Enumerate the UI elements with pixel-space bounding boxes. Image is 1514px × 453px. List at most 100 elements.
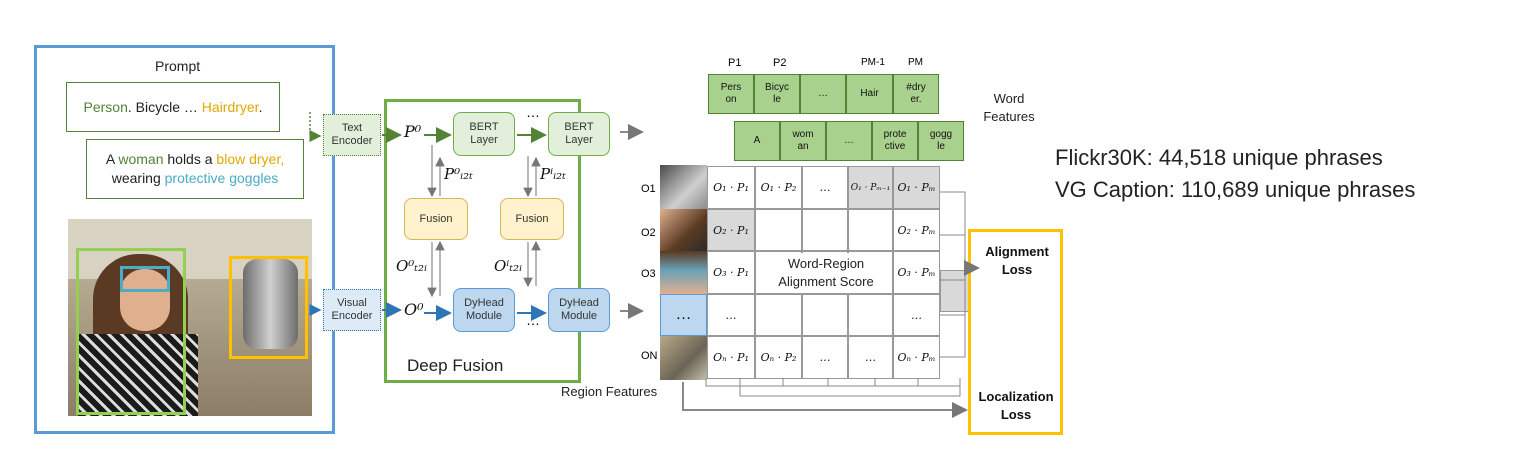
word-token: … xyxy=(800,74,846,114)
word-token-text: on xyxy=(725,94,737,105)
visual-encoder-line2: Encoder xyxy=(331,310,373,322)
caption-sentence-line1: A woman holds a blow dryer, xyxy=(106,150,284,169)
region-thumb-ellipsis: … xyxy=(660,294,707,336)
word-header-pm1: PM-1 xyxy=(861,57,885,68)
word-token-text: Bicyc xyxy=(765,82,789,93)
dryer-bbox xyxy=(229,256,308,359)
matrix-cell xyxy=(802,209,848,251)
matrix-center-label-line2: Alignment Score xyxy=(778,274,874,289)
region-features-label: Region Features xyxy=(561,384,658,399)
word-header-p2: P2 xyxy=(773,57,787,69)
matrix-cell: … xyxy=(802,166,848,209)
matrix-cell: … xyxy=(802,336,848,379)
visual-encoder: Visual Encoder xyxy=(323,289,381,331)
caption-sentence-line1-segment: woman xyxy=(118,151,164,167)
bert-layer-1-line2: Layer xyxy=(470,134,498,146)
text-encoder-line2: Encoder xyxy=(331,135,373,147)
dyhead-module-1-line1: DyHead xyxy=(464,297,504,309)
matrix-cell: O₁ · P₁ xyxy=(707,166,755,209)
text-encoder-line1: Text xyxy=(341,122,363,134)
visual-encoder-line1: Visual xyxy=(337,297,367,309)
matrix-cell: O₂ · P₁ xyxy=(707,209,755,251)
word-token-text: … xyxy=(818,88,828,99)
matrix-cell: … xyxy=(707,294,755,336)
word-token: A xyxy=(734,121,780,161)
matrix-cell xyxy=(848,209,893,251)
word-token-text: Pers xyxy=(720,82,742,93)
alignment-loss-line2: Loss xyxy=(1001,262,1033,277)
goggles-bbox xyxy=(120,266,170,292)
caption-sentence-line2: wearing protective goggles xyxy=(112,169,279,188)
word-token-text: … xyxy=(844,135,854,146)
bert-layer-2-line2: Layer xyxy=(565,134,593,146)
prompt-panel xyxy=(34,45,335,434)
bert-layer-2-line1: BERT xyxy=(564,121,594,133)
caption-categories-segment: Person xyxy=(83,99,128,115)
caption-box-categories: Person. Bicycle … Hairdryer. xyxy=(66,82,280,132)
matrix-cell: O₃ · P₁ xyxy=(707,251,755,294)
matrix-cell: Oₙ · Pₘ xyxy=(893,336,940,379)
text-encoder: Text Encoder xyxy=(323,114,381,156)
word-token: … xyxy=(826,121,872,161)
dyhead-module-2-line2: Module xyxy=(560,310,598,322)
ellipsis-top: … xyxy=(526,104,540,120)
dyhead-module-1: DyHead Module xyxy=(453,288,515,332)
o0-label: O⁰ xyxy=(404,300,424,319)
region-label-o3: O3 xyxy=(641,268,656,280)
word-features-label: Word Features xyxy=(978,90,1040,126)
alignment-loss-label: Alignment Loss xyxy=(978,243,1056,279)
localization-loss-label: Localization Loss xyxy=(971,388,1061,424)
caption-sentence-line2-segment: wearing xyxy=(111,170,165,186)
matrix-cell xyxy=(755,294,802,336)
region-thumb-n xyxy=(660,336,707,380)
fusion-block-1: Fusion xyxy=(404,198,468,240)
caption-box-sentence: A woman holds a blow dryer, wearing prot… xyxy=(86,139,304,199)
bert-layer-2: BERT Layer xyxy=(548,112,610,156)
matrix-cell xyxy=(848,294,893,336)
word-token-text: wom xyxy=(792,129,814,140)
region-ellipsis-text: … xyxy=(675,306,692,323)
caption-sentence-line1-segment: A xyxy=(105,151,119,167)
fusion-block-1-label: Fusion xyxy=(419,212,453,225)
matrix-cell xyxy=(755,209,802,251)
photo-woman-face xyxy=(120,269,170,331)
alignment-loss-box xyxy=(968,229,1063,435)
photo-dryer xyxy=(243,259,298,349)
word-token-text: #dry xyxy=(906,82,926,93)
region-thumb-1 xyxy=(660,165,707,209)
localization-loss-line1: Localization xyxy=(978,389,1054,404)
bert-layer-1-line1: BERT xyxy=(469,121,499,133)
word-features-label-line2: Features xyxy=(983,109,1035,124)
matrix-cell: O₂ · Pₘ xyxy=(893,209,940,251)
caption-categories-segment: Hairdryer xyxy=(201,99,259,115)
caption-categories-text: Person. Bicycle … Hairdryer. xyxy=(84,99,263,115)
word-header-pm: PM xyxy=(908,57,923,68)
matrix-cell: O₁ · Pₘ₋₁ xyxy=(848,166,893,209)
region-label-o1: O1 xyxy=(641,183,656,195)
region-label-o2: O2 xyxy=(641,227,656,239)
matrix-cell xyxy=(802,294,848,336)
matrix-center-label: Word-Region Alignment Score xyxy=(765,253,887,293)
word-features-label-line1: Word xyxy=(993,91,1025,106)
dyhead-module-2-line1: DyHead xyxy=(559,297,599,309)
region-thumb-2 xyxy=(660,209,707,251)
caption-sentence-line2-segment: protective goggles xyxy=(164,170,279,186)
fusion-block-2-label: Fusion xyxy=(515,212,549,225)
ot2i0-label: O⁰ₜ₂ᵢ xyxy=(396,257,428,275)
dyhead-module-1-line2: Module xyxy=(465,310,503,322)
word-token-text: an xyxy=(797,141,809,152)
ot2ii-label: Oⁱₜ₂ᵢ xyxy=(494,257,523,275)
word-token: Hair xyxy=(846,74,893,114)
region-label-on: ON xyxy=(641,350,658,362)
fusion-block-2: Fusion xyxy=(500,198,564,240)
stat-flickr30k: Flickr30K: 44,518 unique phrases xyxy=(1055,145,1383,170)
person-bbox xyxy=(76,248,186,415)
matrix-cell: Oₙ · P₂ xyxy=(755,336,802,379)
